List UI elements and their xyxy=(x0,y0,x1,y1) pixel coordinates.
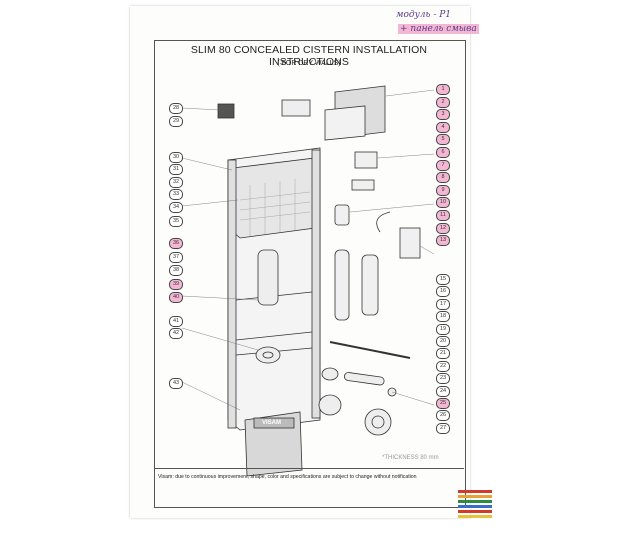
page-subtitle: ( FOR DRY WALLS) xyxy=(277,60,341,67)
callout-43: 43 xyxy=(169,378,183,389)
callout-36: 36 xyxy=(169,238,183,249)
brand-mark: VISAM xyxy=(262,420,282,426)
callout-22: 22 xyxy=(436,361,450,372)
callout-11: 11 xyxy=(436,210,450,221)
callout-39: 39 xyxy=(169,279,183,290)
page-title: SLIM 80 CONCEALED CISTERN INSTALLATION I… xyxy=(190,44,428,68)
callout-4: 4 xyxy=(436,122,450,133)
cistern-hatch xyxy=(239,179,311,236)
footer-divider xyxy=(154,468,464,469)
callout-15: 15 xyxy=(436,274,450,285)
callout-7: 7 xyxy=(436,160,450,171)
callout-26: 26 xyxy=(436,410,450,421)
callout-10: 10 xyxy=(436,197,450,208)
callout-21: 21 xyxy=(436,348,450,359)
callout-2: 2 xyxy=(436,97,450,108)
callout-40: 40 xyxy=(169,292,183,303)
callout-20: 20 xyxy=(436,336,450,347)
color-stripe xyxy=(458,495,492,498)
callout-18: 18 xyxy=(436,311,450,322)
callout-41: 41 xyxy=(169,316,183,327)
callout-32: 32 xyxy=(169,177,183,188)
callout-31: 31 xyxy=(169,164,183,175)
callout-38: 38 xyxy=(169,265,183,276)
callout-17: 17 xyxy=(436,299,450,310)
callout-42: 42 xyxy=(169,328,183,339)
callout-30: 30 xyxy=(169,152,183,163)
color-stripe xyxy=(458,505,492,508)
callout-24: 24 xyxy=(436,386,450,397)
callout-28: 28 xyxy=(169,103,183,114)
callout-27: 27 xyxy=(436,423,450,434)
callout-9: 9 xyxy=(436,185,450,196)
footer-disclaimer: Visam: due to continuous improvement, sh… xyxy=(158,474,417,480)
callout-1: 1 xyxy=(436,84,450,95)
callout-8: 8 xyxy=(436,172,450,183)
callout-5: 5 xyxy=(436,134,450,145)
callout-37: 37 xyxy=(169,252,183,263)
callout-6: 6 xyxy=(436,147,450,158)
color-stripe xyxy=(458,490,492,493)
callout-35: 35 xyxy=(169,216,183,227)
callout-34: 34 xyxy=(169,202,183,213)
handwritten-note-panel: + панель смыва xyxy=(398,24,479,34)
callout-25: 25 xyxy=(436,398,450,409)
callout-13: 13 xyxy=(436,235,450,246)
callout-19: 19 xyxy=(436,324,450,335)
color-stripe xyxy=(458,515,492,518)
drawing-frame xyxy=(154,40,466,508)
color-stripes xyxy=(458,490,492,520)
callout-33: 33 xyxy=(169,189,183,200)
callout-29: 29 xyxy=(169,116,183,127)
thickness-label: *THICKNESS 80 mm xyxy=(382,455,439,461)
color-stripe xyxy=(458,510,492,513)
callout-16: 16 xyxy=(436,286,450,297)
callout-3: 3 xyxy=(436,109,450,120)
callout-12: 12 xyxy=(436,223,450,234)
callout-23: 23 xyxy=(436,373,450,384)
color-stripe xyxy=(458,500,492,503)
handwritten-note-module: модуль - P1 xyxy=(396,10,451,20)
